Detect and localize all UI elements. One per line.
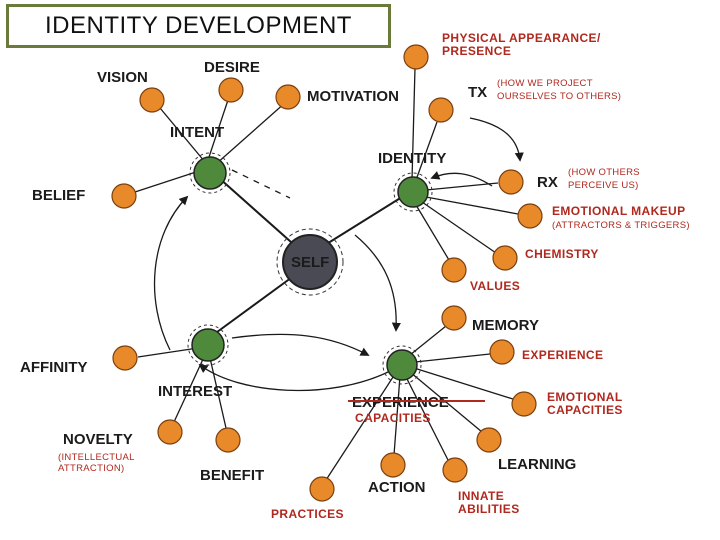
leaf-nodes bbox=[111, 44, 543, 502]
edge-intent-motivation bbox=[215, 101, 287, 165]
identity-halo bbox=[393, 172, 433, 212]
rx-label: RX bbox=[537, 174, 558, 191]
vision-label: VISION bbox=[97, 69, 148, 86]
innate-label-2: ABILITIES bbox=[458, 502, 520, 516]
motivation-label: MOTIVATION bbox=[307, 88, 399, 105]
innate-abilities-node bbox=[442, 457, 468, 483]
rx-node bbox=[498, 169, 524, 195]
interest-halo bbox=[187, 324, 229, 366]
identity-node bbox=[397, 176, 429, 208]
novelty-node bbox=[157, 419, 183, 445]
experience-node bbox=[386, 349, 418, 381]
diagram-title: IDENTITY DEVELOPMENT bbox=[6, 4, 391, 48]
edge-identity-tx bbox=[415, 121, 438, 181]
learning-node bbox=[476, 427, 502, 453]
arrow-interest-experience bbox=[231, 333, 370, 356]
emotional-capacities-node bbox=[511, 391, 537, 417]
action-node bbox=[380, 452, 406, 478]
experience-leaf-node bbox=[489, 339, 515, 365]
self-halo bbox=[276, 228, 344, 296]
values-node bbox=[441, 257, 467, 283]
experience-struck-label: EXPERIENCE bbox=[352, 394, 449, 411]
emotional-makeup-node bbox=[517, 203, 543, 229]
arrow-rx-identity bbox=[430, 171, 493, 187]
benefit-node bbox=[215, 427, 241, 453]
edge-experience-memory bbox=[409, 325, 447, 356]
experience-leaf-label: EXPERIENCE bbox=[522, 348, 603, 362]
arrow-interest-intent bbox=[153, 195, 189, 351]
emotional-makeup-label-1: EMOTIONAL MAKEUP bbox=[552, 204, 686, 218]
intent-halo bbox=[189, 152, 231, 194]
edge-self-interest bbox=[212, 274, 296, 336]
belief-label: BELIEF bbox=[32, 187, 85, 204]
novelty-note-2: ATTRACTION) bbox=[58, 463, 124, 474]
self-label: SELF bbox=[291, 254, 329, 271]
edge-experience-action bbox=[393, 375, 401, 456]
emotional-capacities-label-2: CAPACITIES bbox=[547, 403, 623, 417]
edge-self-identity bbox=[324, 191, 411, 246]
vision-node bbox=[139, 87, 165, 113]
hub-nodes bbox=[191, 156, 429, 381]
edge-experience-practices bbox=[325, 373, 396, 481]
edge-experience-emotional-capacities bbox=[413, 367, 517, 401]
motivation-node bbox=[275, 84, 301, 110]
edges bbox=[134, 67, 524, 481]
values-label: VALUES bbox=[470, 279, 520, 293]
intent-node bbox=[193, 156, 227, 190]
edge-interest-affinity bbox=[137, 347, 199, 358]
rx-note-1: (HOW OTHERS bbox=[568, 167, 640, 178]
tx-node bbox=[428, 97, 454, 123]
innate-label-1: INNATE bbox=[458, 489, 504, 503]
affinity-node bbox=[112, 345, 138, 371]
edge-interest-benefit bbox=[209, 357, 227, 429]
edge-identity-physical bbox=[411, 67, 416, 181]
novelty-label: NOVELTY bbox=[63, 431, 133, 448]
self-node bbox=[282, 234, 338, 290]
practices-node bbox=[309, 476, 335, 502]
experience-halo bbox=[382, 345, 422, 385]
intent-label: INTENT bbox=[170, 124, 224, 141]
edge-intent-belief bbox=[134, 171, 197, 193]
edge-identity-values bbox=[415, 204, 450, 261]
memory-node bbox=[441, 305, 467, 331]
physical-label-1: PHYSICAL APPEARANCE/ bbox=[442, 31, 601, 45]
arrow-tx-rx bbox=[469, 117, 524, 162]
arrow-experience-interest bbox=[198, 363, 389, 392]
chemistry-label: CHEMISTRY bbox=[525, 247, 599, 261]
action-label: ACTION bbox=[368, 479, 426, 496]
edge-intent-desire bbox=[207, 99, 229, 161]
tx-label: TX bbox=[468, 84, 487, 101]
tx-note-1: (HOW WE PROJECT bbox=[497, 78, 593, 89]
benefit-label: BENEFIT bbox=[200, 467, 264, 484]
edge-experience-innate bbox=[404, 374, 449, 461]
edge-intent-vision bbox=[159, 107, 206, 163]
emotional-capacities-label-1: EMOTIONAL bbox=[547, 390, 623, 404]
edge-intent-self bbox=[209, 169, 301, 251]
edge-identity-rx bbox=[425, 182, 499, 191]
chemistry-node bbox=[492, 245, 518, 271]
tx-note-2: OURSELVES TO OTHERS) bbox=[497, 91, 621, 102]
physical-node bbox=[403, 44, 429, 70]
interest-node bbox=[191, 328, 225, 362]
novelty-note-1: (INTELLECTUAL bbox=[58, 452, 135, 463]
identity-label: IDENTITY bbox=[378, 150, 446, 167]
practices-label: PRACTICES bbox=[271, 507, 344, 521]
emotional-makeup-label-2: (ATTRACTORS & TRIGGERS) bbox=[552, 220, 690, 231]
interest-label: INTEREST bbox=[158, 383, 232, 400]
rx-note-2: PERCEIVE US) bbox=[568, 180, 639, 191]
edge-experience-experience bbox=[414, 353, 491, 363]
edge-identity-chemistry bbox=[421, 201, 497, 254]
capacities-label: CAPACITIES bbox=[355, 411, 431, 425]
desire-label: DESIRE bbox=[204, 59, 260, 76]
arrow-identity-experience bbox=[354, 234, 401, 332]
desire-node bbox=[218, 77, 244, 103]
learning-label: LEARNING bbox=[498, 456, 576, 473]
physical-label-2: PRESENCE bbox=[442, 44, 511, 58]
affinity-label: AFFINITY bbox=[20, 359, 88, 376]
memory-label: MEMORY bbox=[472, 317, 539, 334]
belief-node bbox=[111, 183, 137, 209]
edge-identity-emotional-makeup bbox=[425, 196, 519, 215]
edge-intent-identity-dashed bbox=[231, 169, 291, 199]
